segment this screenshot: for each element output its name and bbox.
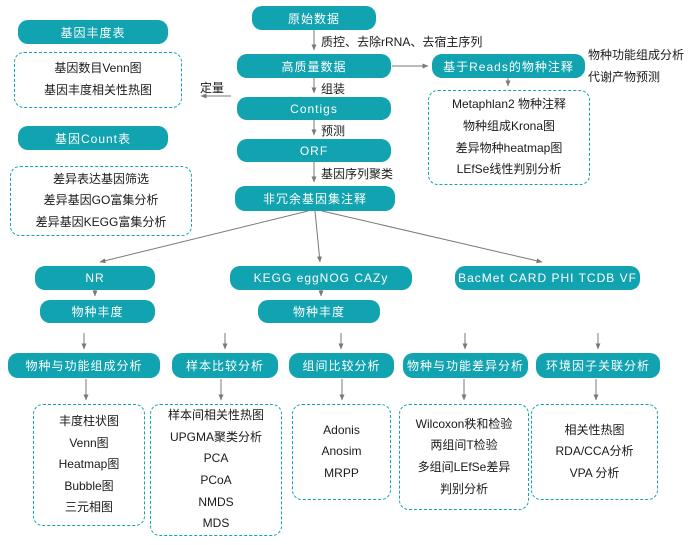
box-composition-results: 丰度柱状图 Venn图 Heatmap图 Bubble图 三元相图: [33, 404, 145, 526]
node-db-bacmet: BacMet CARD PHI TCDB VF: [455, 266, 640, 290]
category-env-factor-analysis: 环境因子关联分析: [536, 353, 660, 378]
box-env-factor-results: 相关性热图 RDA/CCA分析 VPA 分析: [531, 404, 658, 500]
node-reads-annotation: 基于Reads的物种注释: [432, 54, 585, 78]
note-function-composition: 物种功能组成分析: [588, 48, 685, 62]
node-gene-abundance-table: 基因丰度表: [18, 20, 168, 44]
arrow-geneset-to-kegg: [314, 210, 322, 263]
node-raw-data: 原始数据: [252, 6, 376, 30]
result-item: 三元相图: [64, 500, 113, 515]
node-species-abundance-kegg: 物种丰度: [258, 300, 380, 323]
label-prediction: 预测: [321, 124, 346, 138]
label-gene-clustering: 基因序列聚类: [321, 167, 394, 181]
node-gene-count-table: 基因Count表: [18, 126, 168, 150]
result-item: 两组间T检验: [430, 438, 498, 453]
node-species-abundance-nr: 物种丰度: [40, 300, 155, 323]
arrow-geneset-to-bacmet: [321, 210, 543, 264]
node-db-nr: NR: [35, 266, 155, 290]
result-item: PCoA: [200, 473, 232, 487]
note-metabolite-prediction: 代谢产物预测: [588, 70, 661, 84]
result-item: 差异基因KEGG富集分析: [35, 214, 167, 229]
node-contigs: Contigs: [237, 97, 391, 120]
result-item: MDS: [202, 516, 230, 531]
label-qc-step: 质控、去除rRNA、去宿主序列: [321, 35, 483, 49]
result-item: NMDS: [198, 494, 234, 509]
result-item: UPGMA聚类分析: [169, 429, 262, 444]
category-group-comparison: 组间比较分析: [289, 353, 394, 378]
result-item: 基因丰度相关性热图: [43, 83, 152, 97]
label-assembly: 组装: [321, 82, 346, 96]
result-item: 物种组成Krona图: [462, 118, 556, 133]
node-high-quality-data: 高质量数据: [237, 54, 391, 78]
label-quantify: 定量: [200, 81, 225, 95]
box-group-comparison-results: Adonis Anosim MRPP: [292, 404, 391, 500]
box-gene-analysis: 基因数目Venn图 基因丰度相关性热图: [14, 52, 182, 108]
result-item: Metaphlan2 物种注释: [451, 97, 567, 112]
box-sample-comparison-results: 样本间相关性热图 UPGMA聚类分析 PCA PCoA NMDS MDS: [150, 404, 282, 536]
node-db-kegg: KEGG eggNOG CAZy: [230, 266, 412, 290]
result-item: 差异基因GO富集分析: [43, 193, 159, 208]
box-reads-analysis: Metaphlan2 物种注释 物种组成Krona图 差异物种heatmap图 …: [428, 90, 590, 185]
result-item: Anosim: [321, 444, 362, 459]
result-item: 相关性热图: [564, 422, 625, 437]
result-item: PCA: [203, 451, 229, 466]
result-item: 差异表达基因筛选: [52, 171, 149, 186]
result-item: 丰度柱状图: [58, 414, 119, 429]
result-item: 多组间LEfSe差异: [417, 460, 511, 474]
result-item: 基因数目Venn图: [54, 61, 142, 76]
category-difference-analysis: 物种与功能差异分析: [403, 353, 528, 378]
category-sample-comparison: 样本比较分析: [172, 353, 278, 378]
result-item: 差异物种heatmap图: [455, 140, 563, 155]
result-item: LEfSe线性判别分析: [456, 162, 562, 177]
result-item: 样本间相关性热图: [167, 408, 264, 423]
category-composition-analysis: 物种与功能组成分析: [8, 353, 160, 378]
node-orf: ORF: [237, 139, 391, 162]
box-difference-results: Wilcoxon秩和检验 两组间T检验 多组间LEfSe差异 判别分析: [399, 404, 529, 510]
result-item: Bubble图: [64, 478, 114, 493]
box-diff-gene-analysis: 差异表达基因筛选 差异基因GO富集分析 差异基因KEGG富集分析: [10, 166, 192, 236]
node-nonredundant-geneset: 非冗余基因集注释: [235, 186, 395, 211]
result-item: Adonis: [323, 422, 360, 437]
result-item: Heatmap图: [58, 457, 120, 472]
result-item: RDA/CCA分析: [555, 444, 634, 459]
result-item: Venn图: [69, 435, 109, 450]
result-item: MRPP: [324, 465, 359, 480]
result-item: 判别分析: [439, 481, 488, 496]
result-item: VPA 分析: [569, 465, 620, 480]
result-item: Wilcoxon秩和检验: [415, 416, 513, 431]
